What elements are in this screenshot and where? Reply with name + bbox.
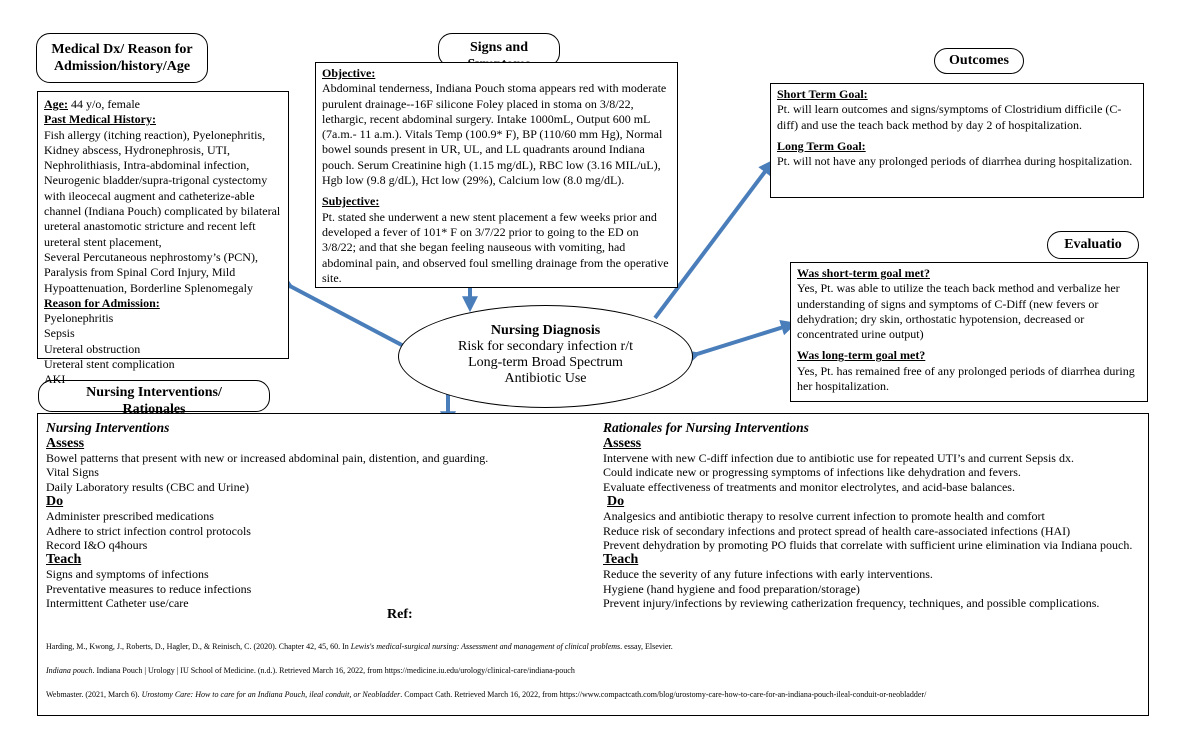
interventions-title: Nursing Interventions xyxy=(46,420,170,435)
reference-3: Webmaster. (2021, March 6). Urostomy Car… xyxy=(46,690,927,699)
arrow-diagnosis-evaluation xyxy=(683,319,797,366)
signs-box: Objective: Abdominal tenderness, Indiana… xyxy=(315,62,678,288)
subjective-label: Subjective: xyxy=(322,194,380,209)
teach-label: Teach xyxy=(46,552,82,568)
long-term-goal-label: Long Term Goal: xyxy=(777,138,866,153)
objective-label: Objective: xyxy=(322,66,376,80)
rationale-teach-label: Teach xyxy=(603,552,639,568)
pmh-list: Fish allergy (itching reaction), Pyelone… xyxy=(44,127,281,295)
do-label: Do xyxy=(46,494,64,510)
reference-2: Indiana pouch. Indiana Pouch | Urology |… xyxy=(46,666,575,675)
outcomes-box: Short Term Goal: Pt. will learn outcomes… xyxy=(770,83,1144,198)
rationales-column: Rationales for Nursing Interventions Ass… xyxy=(603,420,1143,611)
references-label: Ref: xyxy=(387,607,413,622)
rationale-assess-label: Assess xyxy=(603,436,642,451)
arrow-history-diagnosis xyxy=(276,273,422,356)
diagnosis-title: Nursing Diagnosis xyxy=(490,323,601,338)
pmh-label: Past Medical History: xyxy=(44,112,156,127)
nursing-diagnosis-ellipse: Nursing Diagnosis Risk for secondary inf… xyxy=(398,305,693,408)
interventions-box: Nursing Interventions Assess Bowel patte… xyxy=(37,413,1149,716)
assess-label: Assess xyxy=(46,436,85,451)
history-box: Age: 44 y/o, female Past Medical History… xyxy=(37,91,289,386)
reason-list: Pyelonephritis Sepsis Ureteral obstructi… xyxy=(44,311,175,387)
interventions-header: Nursing Interventions/ Rationales xyxy=(38,380,270,417)
medical-dx-header: Medical Dx/ Reason for Admission/history… xyxy=(36,33,208,83)
rationales-title: Rationales for Nursing Interventions xyxy=(603,420,809,435)
evaluation-header: Evaluatio xyxy=(1047,231,1139,259)
rationale-do-label: Do xyxy=(607,494,625,510)
interventions-column: Nursing Interventions Assess Bowel patte… xyxy=(46,420,594,611)
long-goal-met-label: Was long-term goal met? xyxy=(797,348,926,363)
outcomes-header: Outcomes xyxy=(934,48,1024,74)
evaluation-box: Was short-term goal met? Yes, Pt. was ab… xyxy=(790,262,1148,402)
reason-label: Reason for Admission: xyxy=(44,295,160,310)
reference-1: Harding, M., Kwong, J., Roberts, D., Hag… xyxy=(46,642,673,651)
age-line: Age: 44 y/o, female xyxy=(44,97,140,111)
short-goal-met-label: Was short-term goal met? xyxy=(797,266,930,280)
short-term-goal-label: Short Term Goal: xyxy=(777,87,868,101)
